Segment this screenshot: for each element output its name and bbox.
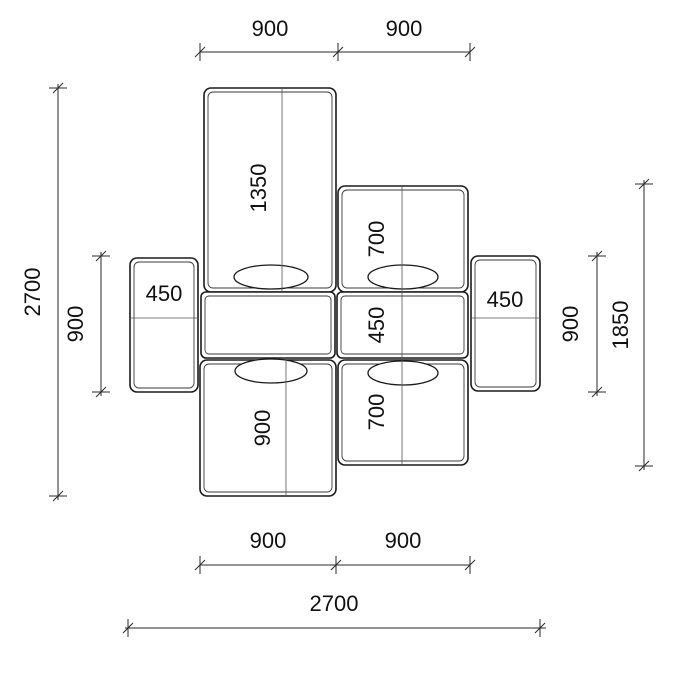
label-front-right: 700: [364, 394, 389, 431]
module-side-right: [470, 255, 541, 392]
label-back-short: 700: [364, 221, 389, 258]
pillow-back-right: [367, 264, 439, 290]
dim-top-left: 900: [252, 16, 289, 41]
label-center-mid: 450: [364, 307, 389, 344]
dim-top-right: 900: [386, 16, 423, 41]
pillow-front-left: [234, 358, 308, 384]
dim-bottom-total: 2700: [310, 591, 359, 616]
sofa-modules: [129, 87, 541, 497]
pillow-back-left: [233, 264, 309, 290]
module-side-left: [129, 257, 199, 393]
dimension-lines: [49, 43, 653, 637]
label-front-large: 900: [250, 410, 275, 447]
dim-left-side: 900: [63, 306, 88, 343]
module-center-mid: [336, 291, 469, 359]
pillow-front-right: [367, 360, 439, 386]
inner-measure-lines: [130, 88, 540, 496]
label-side-left: 450: [146, 281, 183, 306]
module-center-mid-inner: [340, 295, 465, 355]
dim-bottom-right: 900: [385, 528, 422, 553]
label-back-tall: 1350: [246, 164, 271, 213]
module-side-right-inner: [474, 259, 537, 388]
pillows: [233, 264, 439, 386]
module-front-right: [337, 359, 469, 466]
module-side-left-inner: [133, 261, 195, 389]
module-center-left-inner: [204, 295, 332, 355]
dim-left-total: 2700: [20, 268, 45, 317]
label-side-right: 450: [487, 287, 524, 312]
dim-right-total: 1850: [608, 301, 633, 350]
dim-right-side: 900: [558, 306, 583, 343]
module-labels: 1350 700 450 450 450 900 700: [146, 164, 524, 447]
dimension-labels: 900 900 900 900 2700 2700 900 900 1850: [20, 16, 633, 616]
dim-bottom-left: 900: [250, 528, 287, 553]
module-center-left: [200, 291, 336, 359]
